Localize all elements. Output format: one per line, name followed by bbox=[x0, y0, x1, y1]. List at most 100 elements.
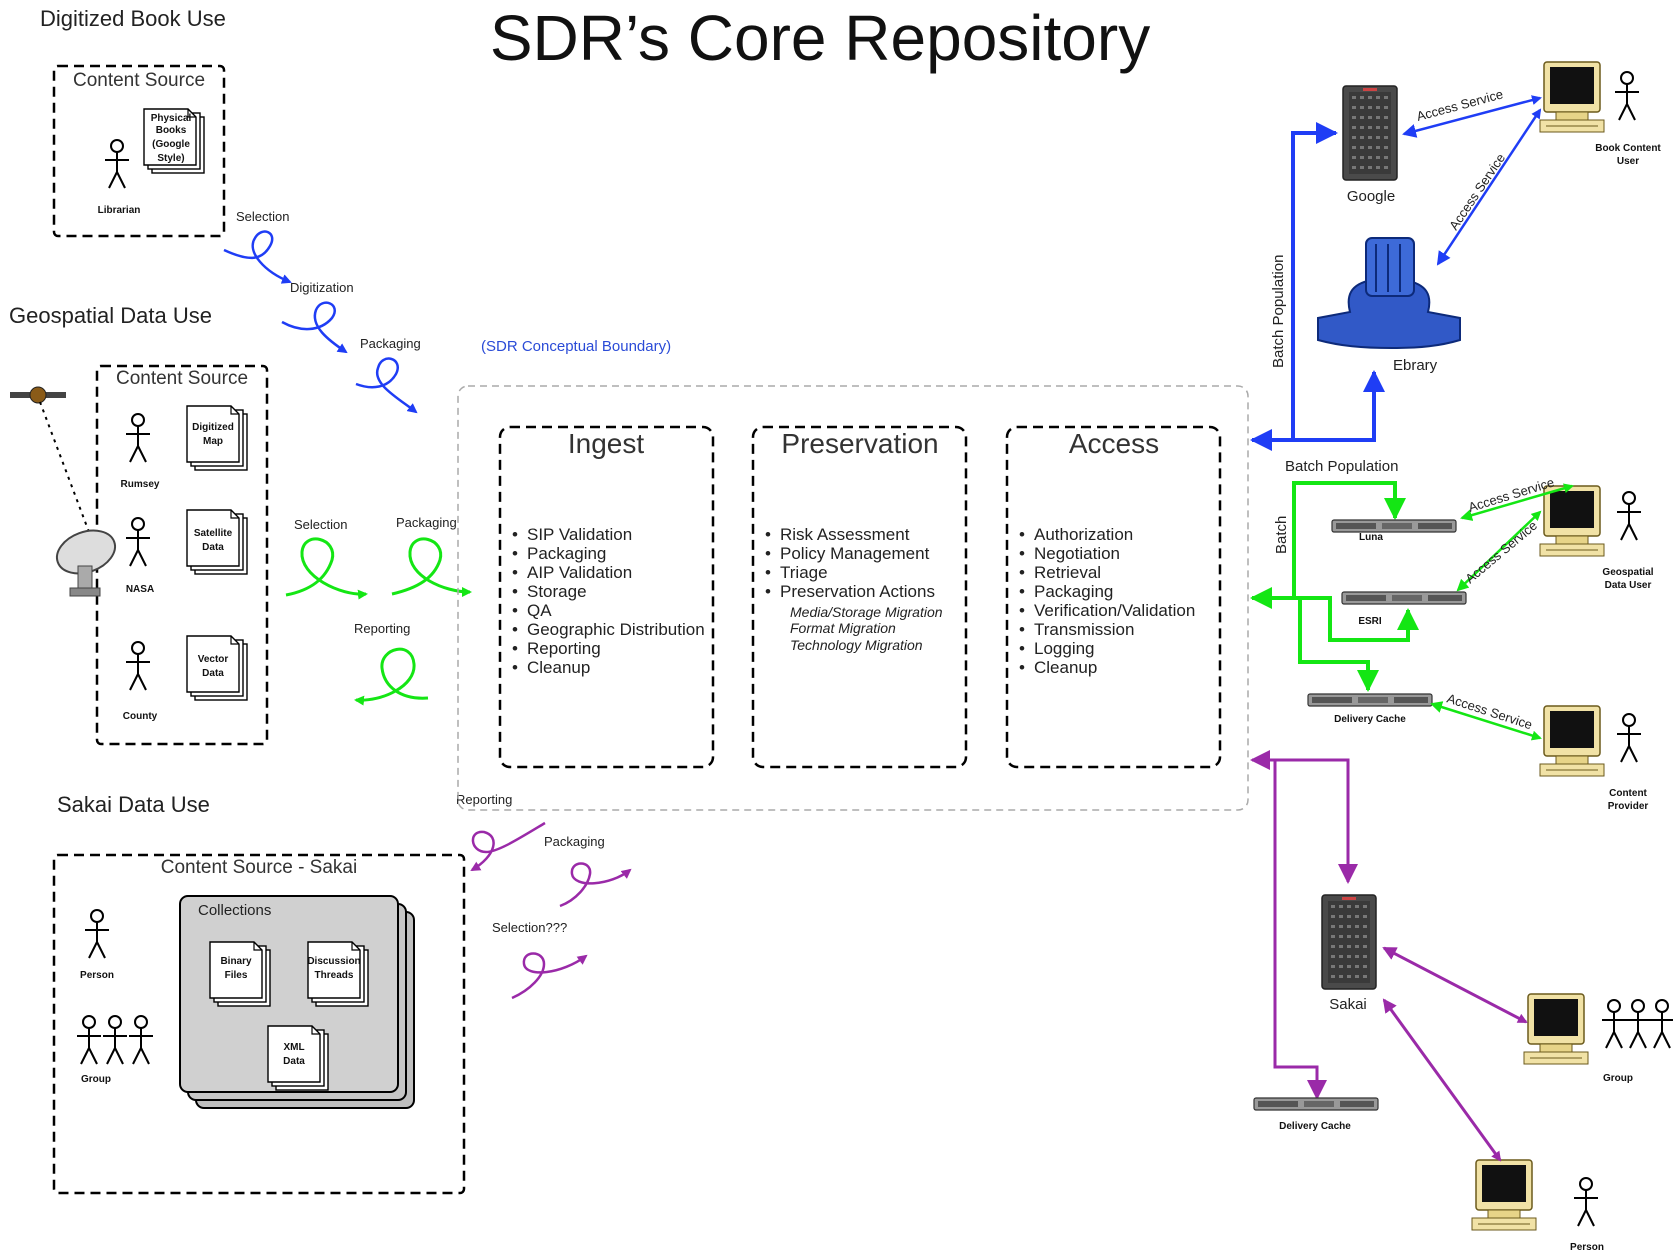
access-item: Negotiation bbox=[1034, 544, 1120, 563]
sakai-group-label: Group bbox=[81, 1074, 111, 1085]
access-item: Cleanup bbox=[1034, 658, 1097, 677]
sakai-flow-loops bbox=[470, 821, 632, 1000]
ingest-item: QA bbox=[527, 601, 552, 620]
book-flow-packaging-label: Packaging bbox=[360, 336, 421, 351]
blue-access-arrows bbox=[1402, 95, 1542, 266]
access-item: Retrieval bbox=[1034, 563, 1101, 582]
geo-doc-2-line-1: Satellite bbox=[194, 528, 233, 539]
librarian-label: Librarian bbox=[98, 205, 141, 216]
person-user-label: Person bbox=[1570, 1242, 1604, 1253]
ebrary-server-icon bbox=[1317, 237, 1461, 350]
rumsey-actor-icon bbox=[125, 413, 151, 463]
preservation-item: Preservation Actions bbox=[780, 582, 935, 601]
book-doc-line-1: Physical bbox=[151, 113, 192, 124]
purple-access-arrows bbox=[1382, 946, 1528, 1162]
person-user-actor-icon bbox=[1573, 1177, 1599, 1227]
sakai-person-label: Person bbox=[80, 970, 114, 981]
sakai-group-actor-icon bbox=[76, 1015, 154, 1065]
ingest-item: Geographic Distribution bbox=[527, 620, 705, 639]
ingest-items: •SIP Validation •Packaging •AIP Validati… bbox=[512, 525, 705, 677]
access-service-label: Access Service bbox=[1446, 151, 1508, 233]
ingest-panel: Ingest •SIP Validation •Packaging •AIP V… bbox=[498, 425, 715, 769]
green-access-arrows bbox=[1430, 483, 1574, 741]
geo-doc-2-line-2: Data bbox=[202, 542, 224, 553]
book-flow-loops bbox=[223, 230, 418, 414]
sakai-doc-2-line-2: Threads bbox=[315, 970, 354, 981]
geo-user-label-line-1: Geospatial bbox=[1602, 567, 1653, 578]
delivery-cache-label: Delivery Cache bbox=[1334, 714, 1406, 725]
sakai-content-source-box: Content Source - Sakai Collections Binar… bbox=[52, 853, 466, 1195]
batch-population-vertical-label: Batch Population bbox=[1270, 255, 1287, 368]
geo-user-label-line-2: Data User bbox=[1605, 580, 1652, 591]
green-batch-connectors bbox=[1250, 481, 1419, 692]
geo-doc-1-line-1: Digitized bbox=[192, 422, 234, 433]
access-items: •Authorization •Negotiation •Retrieval •… bbox=[1019, 525, 1195, 677]
luna-server-icon bbox=[1331, 519, 1457, 533]
sakai-server-icon bbox=[1321, 894, 1377, 990]
delivery-cache-2-label: Delivery Cache bbox=[1279, 1121, 1351, 1132]
sakai-flow-packaging-label: Packaging bbox=[544, 834, 605, 849]
nasa-label: NASA bbox=[126, 584, 154, 595]
sakai-label: Sakai bbox=[1329, 996, 1367, 1013]
preservation-title: Preservation bbox=[781, 428, 938, 459]
access-panel: Access •Authorization •Negotiation •Retr… bbox=[1005, 425, 1222, 769]
batch-population-label: Batch Population bbox=[1285, 458, 1398, 475]
preservation-subitem: Technology Migration bbox=[790, 637, 923, 653]
google-label: Google bbox=[1347, 188, 1395, 205]
book-doc-line-2: Books bbox=[156, 125, 187, 136]
svg-text:•: • bbox=[512, 658, 518, 677]
svg-text:•: • bbox=[1019, 620, 1025, 639]
geo-content-source-box: Content Source Rumsey NASA County Digiti… bbox=[95, 364, 269, 746]
sakai-doc-2-line-1: Discussion bbox=[307, 956, 360, 967]
ingest-item: Cleanup bbox=[527, 658, 590, 677]
svg-text:•: • bbox=[765, 525, 771, 544]
sakai-flow-reporting-label: Reporting bbox=[456, 792, 512, 807]
svg-text:•: • bbox=[512, 620, 518, 639]
blue-batch-connectors bbox=[1250, 122, 1385, 451]
rumsey-label: Rumsey bbox=[121, 479, 160, 490]
group-user-label: Group bbox=[1603, 1073, 1633, 1084]
svg-text:•: • bbox=[512, 525, 518, 544]
svg-text:•: • bbox=[1019, 639, 1025, 658]
book-content-source-box: Content Source Librarian Physical Books … bbox=[52, 64, 226, 238]
svg-text:•: • bbox=[512, 639, 518, 658]
batch-vertical-label: Batch bbox=[1273, 516, 1290, 554]
sdr-boundary-label: (SDR Conceptual Boundary) bbox=[481, 338, 671, 355]
page-title: SDR’s Core Repository bbox=[490, 2, 1150, 74]
ingest-item: Storage bbox=[527, 582, 587, 601]
access-item: Verification/Validation bbox=[1034, 601, 1195, 620]
content-provider-computer-icon bbox=[1539, 705, 1605, 777]
luna-label: Luna bbox=[1359, 532, 1383, 543]
preservation-item: Triage bbox=[780, 563, 828, 582]
access-service-label: Access Service bbox=[1462, 518, 1540, 587]
heading-digitized-book-use: Digitized Book Use bbox=[40, 6, 226, 31]
county-label: County bbox=[123, 711, 158, 722]
geo-doc-3-line-1: Vector bbox=[198, 654, 229, 665]
svg-text:•: • bbox=[1019, 544, 1025, 563]
preservation-subitem: Format Migration bbox=[790, 620, 896, 636]
preservation-subitem: Media/Storage Migration bbox=[790, 604, 943, 620]
geo-flow-reporting-label: Reporting bbox=[354, 621, 410, 636]
svg-text:•: • bbox=[512, 582, 518, 601]
svg-text:•: • bbox=[765, 563, 771, 582]
esri-server-icon bbox=[1341, 591, 1467, 605]
delivery-cache-2-server-icon bbox=[1253, 1097, 1379, 1111]
geo-flow-selection-label: Selection bbox=[294, 517, 347, 532]
ingest-item: SIP Validation bbox=[527, 525, 632, 544]
group-user-computer-icon bbox=[1523, 993, 1589, 1065]
book-user-label-line-1: Book Content bbox=[1595, 143, 1661, 154]
esri-label: ESRI bbox=[1358, 616, 1382, 627]
svg-text:•: • bbox=[512, 601, 518, 620]
svg-text:•: • bbox=[1019, 525, 1025, 544]
heading-sakai-data-use: Sakai Data Use bbox=[57, 792, 210, 817]
book-user-computer-icon bbox=[1539, 61, 1605, 133]
svg-text:•: • bbox=[1019, 582, 1025, 601]
satellite-icon bbox=[10, 386, 66, 404]
nasa-actor-icon bbox=[125, 517, 151, 567]
librarian-actor-icon bbox=[104, 139, 130, 189]
geo-flow-packaging-label: Packaging bbox=[396, 515, 457, 530]
access-title: Access bbox=[1069, 428, 1159, 459]
content-provider-label-line-1: Content bbox=[1609, 788, 1647, 799]
svg-text:•: • bbox=[765, 582, 771, 601]
